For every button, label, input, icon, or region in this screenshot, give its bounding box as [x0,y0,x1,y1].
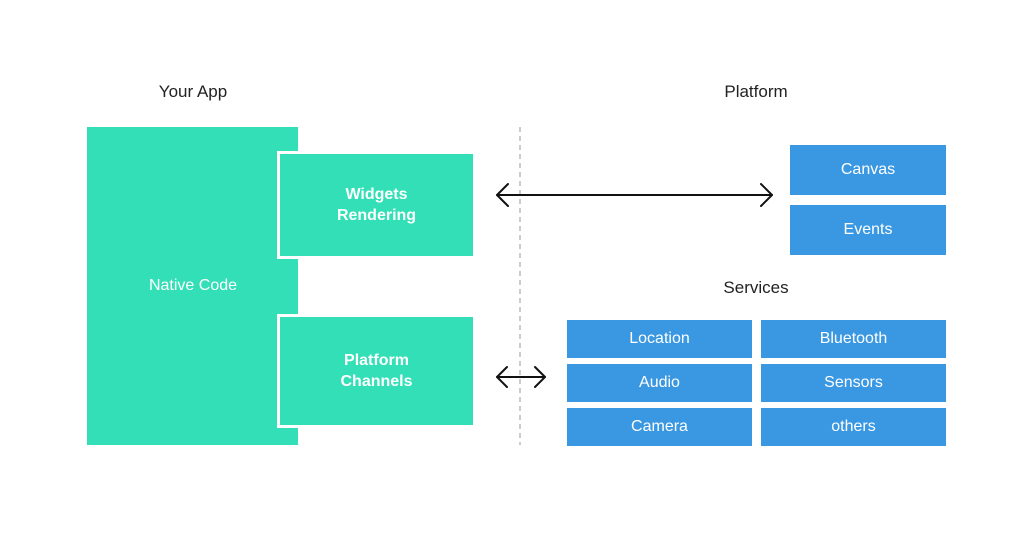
widgets-rendering-block: Widgets Rendering [277,151,476,259]
widgets-label-line2: Rendering [336,207,417,224]
channels-to-services-arrow [496,366,546,388]
native-code-block [87,127,298,445]
service-location: Location [567,320,752,358]
platform-heading: Platform [724,82,788,101]
events-block: Events [790,205,946,255]
services-heading: Services [723,278,789,297]
channels-label-line1: Platform [344,352,409,369]
widgets-to-platform-arrow [496,183,773,207]
canvas-block: Canvas [790,145,946,195]
service-bluetooth: Bluetooth [761,320,946,358]
platform-channels-block: Platform Channels [277,314,476,428]
widgets-label-line1: Widgets [345,186,408,203]
native-code-label: Native Code [148,277,238,294]
service-sensors: Sensors [761,364,946,402]
service-others: others [761,408,946,446]
service-audio: Audio [567,364,752,402]
your-app-heading: Your App [158,82,228,101]
service-camera: Camera [567,408,752,446]
channels-label-line2: Channels [340,373,413,390]
